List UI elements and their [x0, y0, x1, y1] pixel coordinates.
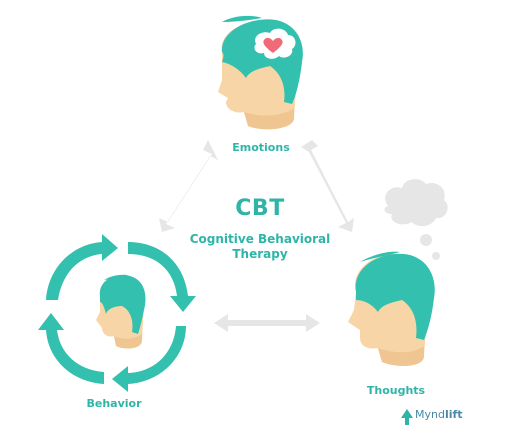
speech-bubble-heart-icon [254, 28, 296, 59]
logo-name-bold: lift [444, 408, 463, 421]
thoughts-label: Thoughts [366, 384, 426, 397]
arrow-emotions-thoughts [301, 140, 354, 232]
emotions-label: Emotions [232, 141, 290, 154]
thought-cloud-icon [384, 179, 448, 260]
cbt-subtitle-line2: Therapy [232, 247, 288, 261]
emotions-head [218, 15, 303, 130]
arrow-behavior-thoughts [214, 314, 320, 332]
behavior-label: Behavior [86, 397, 142, 410]
arrow-emotions-behavior [159, 140, 218, 232]
logo-name-regular: Mynd [415, 408, 445, 421]
mynd-lift-logo-icon [401, 409, 413, 425]
behavior-head [96, 274, 146, 349]
behavior-cycle-arrows-icon [38, 234, 196, 392]
logo-wordmark: Myndlift [415, 408, 463, 421]
thoughts-head [348, 251, 435, 366]
cbt-subtitle-line1: Cognitive Behavioral [189, 232, 331, 246]
cbt-title: CBT [235, 196, 285, 221]
